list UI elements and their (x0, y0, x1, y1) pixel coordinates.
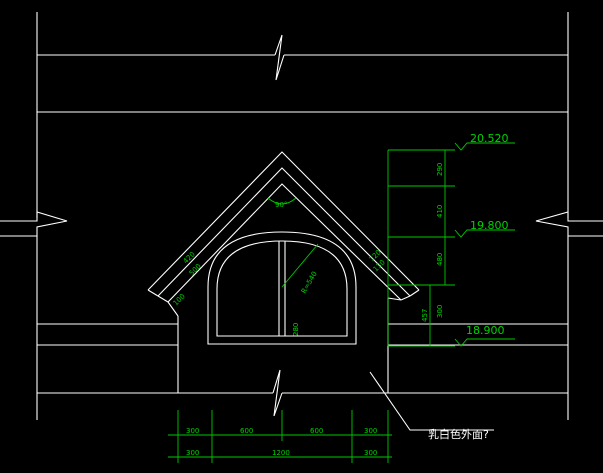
hdim-1b: 600 (240, 427, 253, 435)
vdim-2: 410 (436, 205, 444, 218)
wall-outline (0, 12, 603, 420)
vdim-3: 480 (436, 253, 444, 266)
dormer-window (207, 231, 357, 345)
hdim-2b: 1200 (272, 449, 290, 457)
hdim-2a: 300 (186, 449, 199, 457)
horizontal-dimensions (168, 410, 392, 463)
roof-dim-left-small: 100 (172, 292, 187, 307)
vdim-1: 290 (436, 163, 444, 176)
dormer (147, 151, 420, 393)
roof-angle: 90° (275, 201, 287, 209)
elevation-bottom: 18.900 (466, 324, 505, 337)
hdim-1a: 300 (186, 427, 199, 435)
vdim-5: 457 (421, 309, 429, 322)
hdim-2c: 300 (364, 449, 377, 457)
roof-dim-left-lower: 500 (188, 262, 203, 277)
elevation-mid: 19.800 (470, 219, 509, 232)
hdim-1c: 600 (310, 427, 323, 435)
material-note: 乳白色外面? (428, 427, 489, 441)
vertical-dimensions (387, 142, 515, 347)
note-leader (369, 371, 494, 431)
window-radius: R=540 (300, 270, 319, 295)
vdim-4: 300 (436, 305, 444, 318)
elevation-top: 20.520 (470, 132, 509, 145)
hdim-1d: 300 (364, 427, 377, 435)
window-sill-dim: 280 (292, 323, 300, 336)
